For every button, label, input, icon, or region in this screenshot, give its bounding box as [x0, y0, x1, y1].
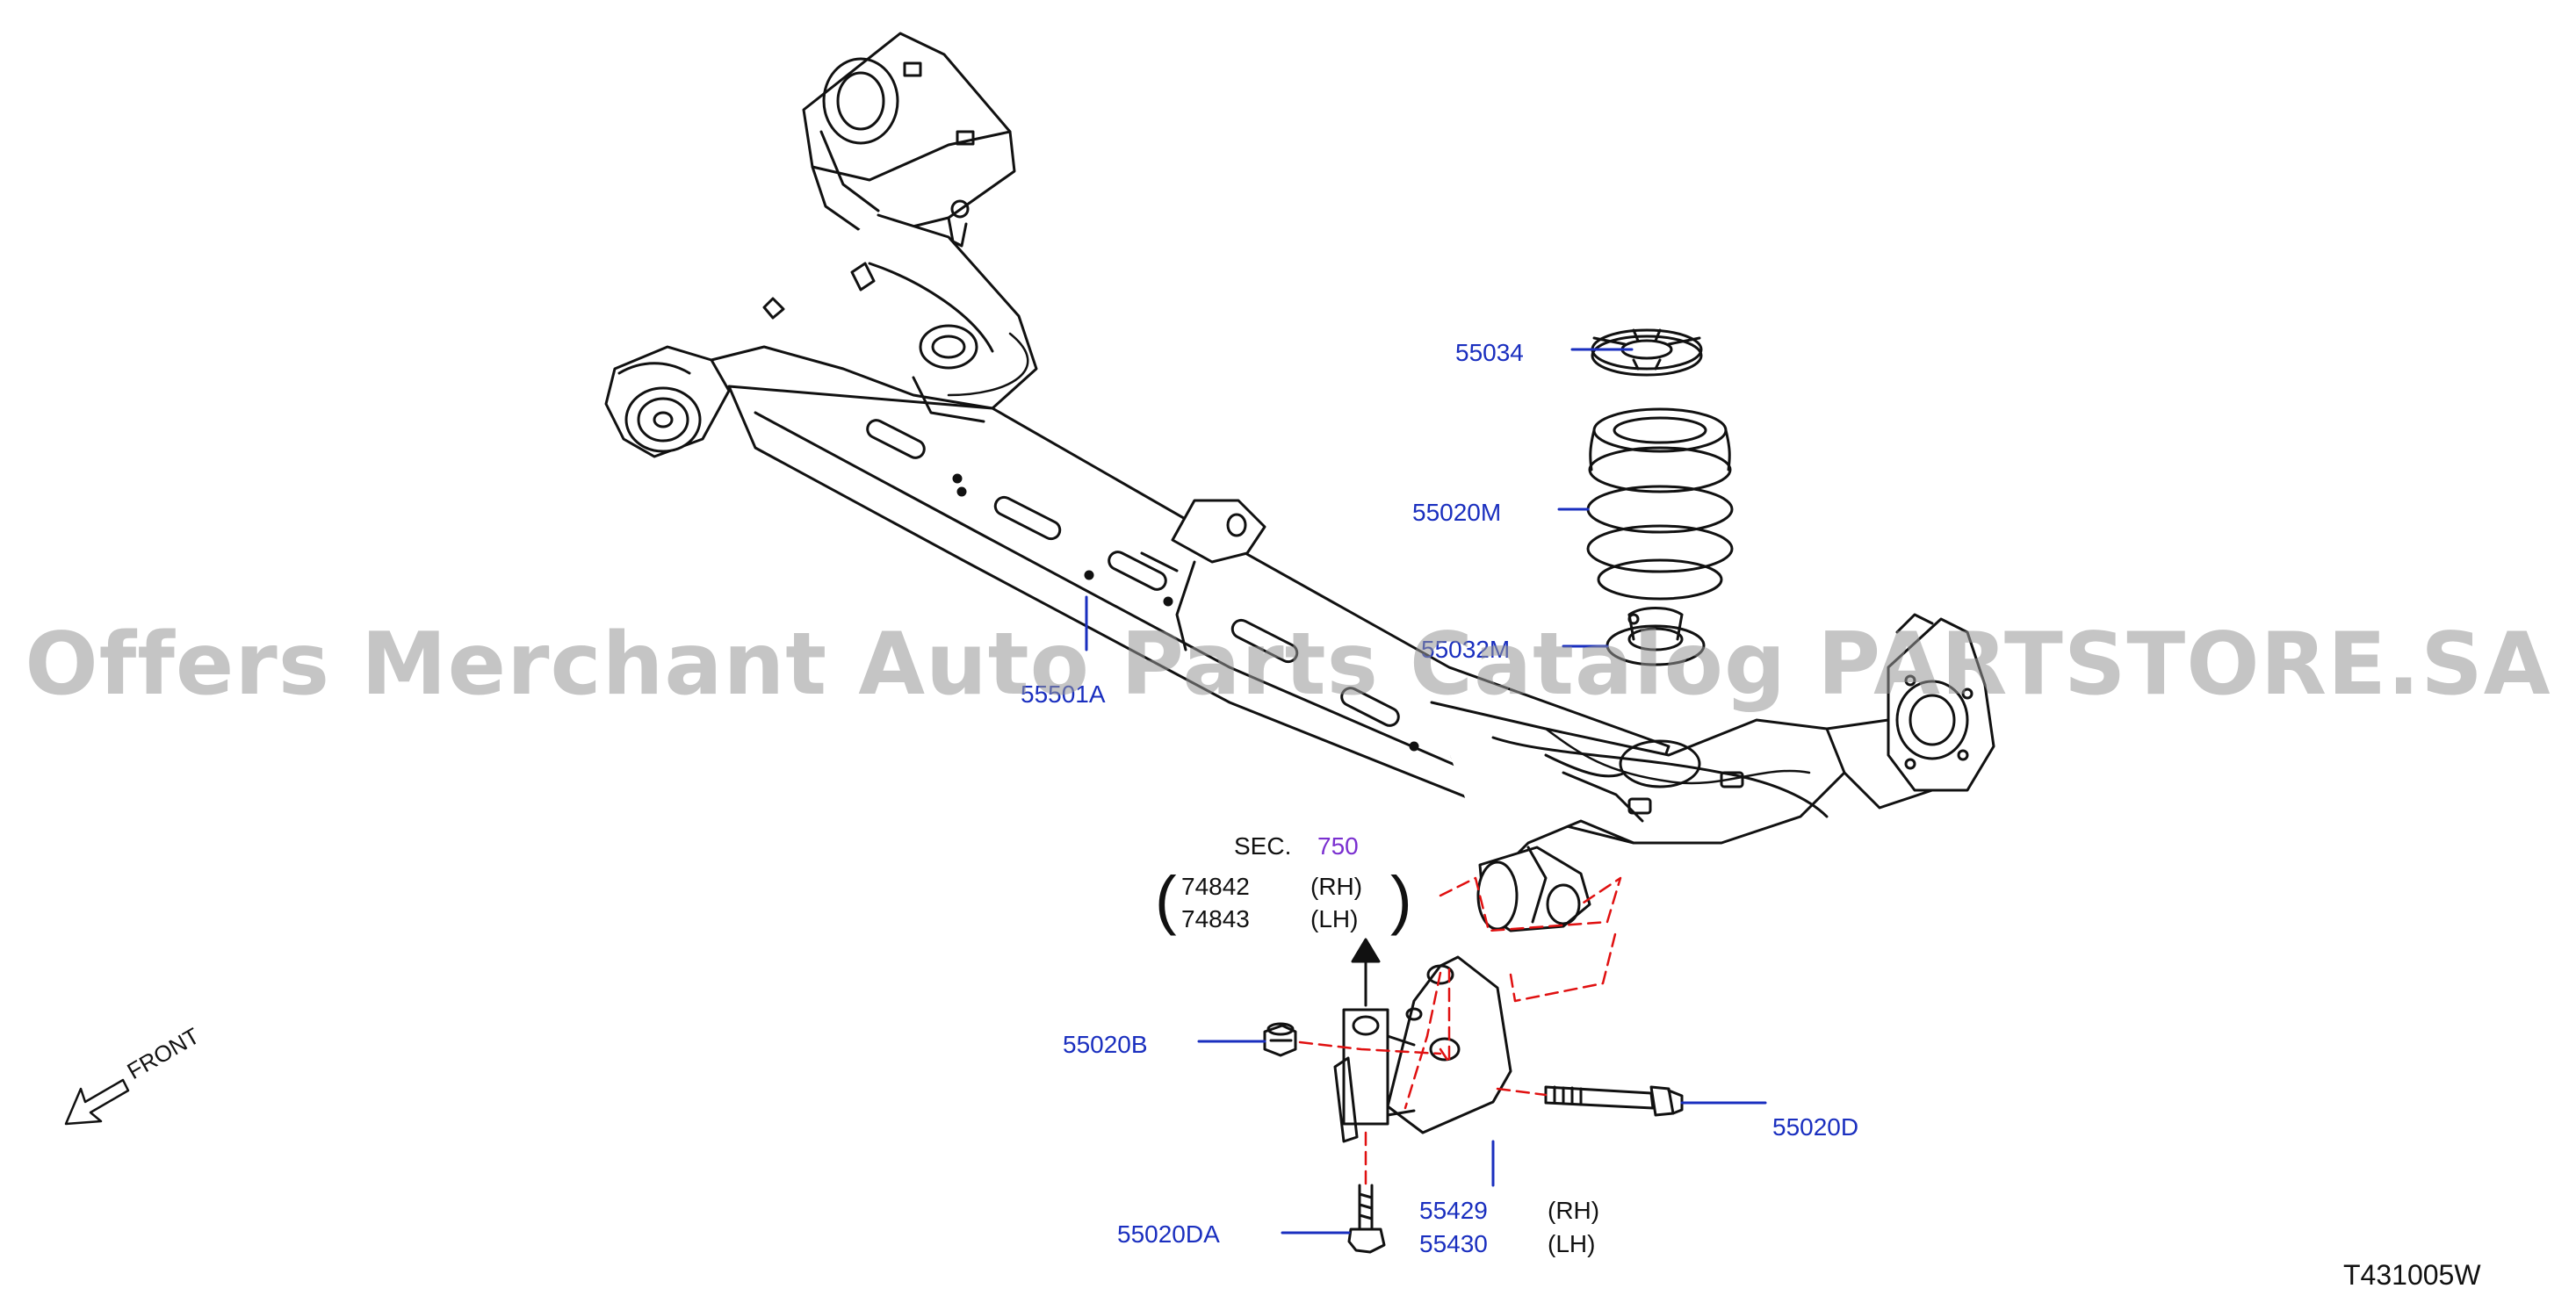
- up-arrow-icon: [1351, 938, 1381, 1007]
- part-55034-label[interactable]: 55034: [1455, 339, 1524, 366]
- part-74843-label: 74843: [1181, 905, 1250, 932]
- open-paren: (: [1155, 863, 1177, 936]
- part-55430-label[interactable]: 55430: [1419, 1230, 1488, 1257]
- brake-line: [947, 332, 1811, 785]
- part-55020D-label[interactable]: 55020D: [1772, 1113, 1859, 1141]
- upper-spring-seat: [1591, 328, 1703, 377]
- suffix-lh-74843: (LH): [1310, 905, 1359, 932]
- section-prefix: SEC.: [1234, 832, 1292, 860]
- part-55429-label[interactable]: 55429: [1419, 1197, 1488, 1224]
- left-trailing-arm: [666, 213, 1038, 410]
- suffix-rh-74842: (RH): [1310, 873, 1363, 900]
- bolt-55020DA: [1347, 1184, 1386, 1254]
- part-55032M-label[interactable]: 55032M: [1421, 636, 1511, 663]
- part-55020DA-label[interactable]: 55020DA: [1117, 1220, 1220, 1248]
- part-55020M-label[interactable]: 55020M: [1412, 499, 1502, 526]
- installation-guide-lines: [1298, 876, 1622, 1187]
- close-paren: ): [1390, 863, 1412, 936]
- lower-spring-seat: [1605, 607, 1706, 666]
- leader-lines: [1085, 348, 1767, 1235]
- bolt-55020B: [1263, 1022, 1297, 1057]
- coil-spring: [1586, 407, 1734, 601]
- left-bushing: [604, 345, 731, 458]
- suffix-rh-55429: (RH): [1548, 1197, 1600, 1224]
- diagram-code: T431005W: [2343, 1259, 2481, 1291]
- part-55501A-label[interactable]: 55501A: [1021, 680, 1106, 708]
- bolt-55020D: [1544, 1085, 1684, 1117]
- part-74842-label: 74842: [1181, 873, 1250, 900]
- right-bushing: [1476, 846, 1591, 932]
- right-hub-mount: [1887, 613, 1995, 792]
- section-750-link[interactable]: 750: [1317, 832, 1359, 860]
- front-arrow-icon: [64, 1078, 130, 1126]
- suffix-lh-55430: (LH): [1548, 1230, 1596, 1257]
- right-trailing-arm: [1430, 692, 1978, 880]
- mount-bracket: [1333, 955, 1512, 1143]
- part-55020B-label[interactable]: 55020B: [1063, 1031, 1148, 1058]
- left-spring-seat-bracket: [802, 32, 1016, 248]
